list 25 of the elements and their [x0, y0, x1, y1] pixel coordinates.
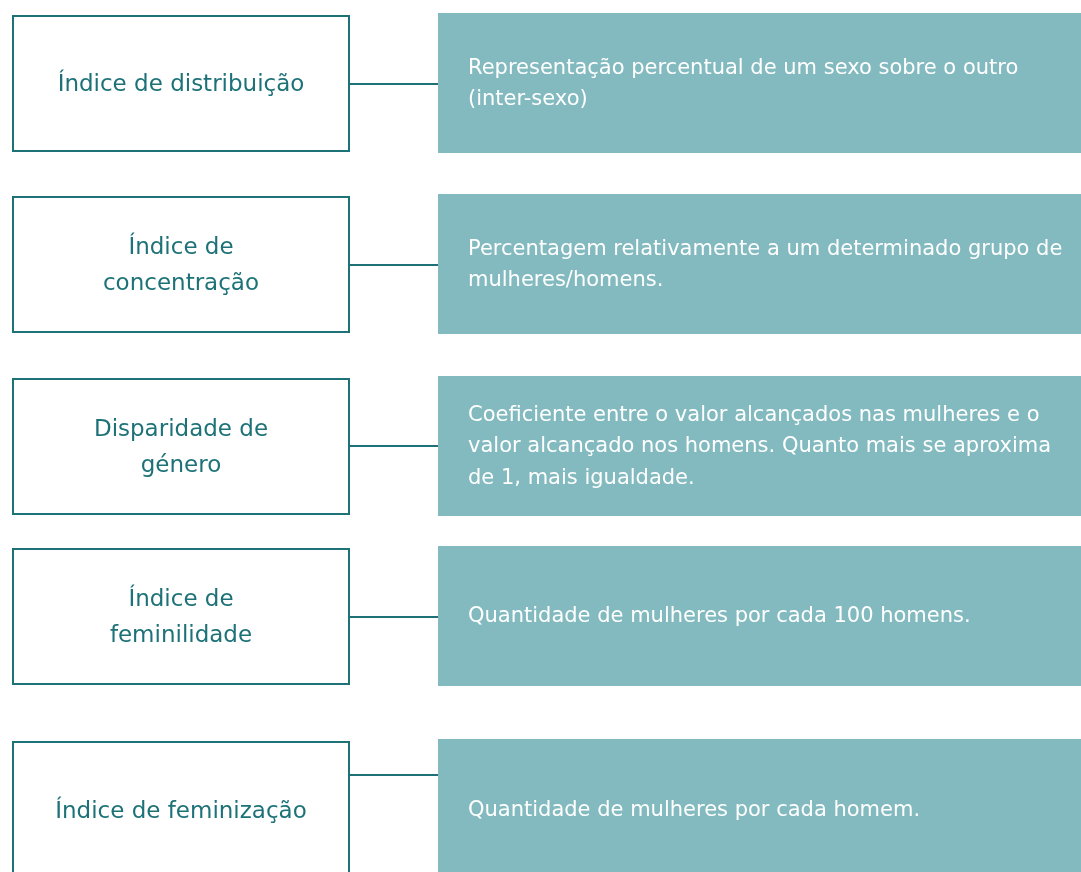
term-label: Disparidade de género — [92, 413, 270, 479]
definition-box — [438, 13, 1081, 153]
connector-line — [349, 616, 439, 618]
definition-text: Quantidade de mulheres por cada homem. — [468, 795, 921, 823]
term-box — [12, 548, 350, 685]
definition-box — [438, 739, 1081, 872]
definition-box — [438, 376, 1081, 516]
connector-line — [349, 264, 439, 266]
definition-text: Quantidade de mulheres por cada 100 homens. — [468, 602, 971, 630]
definition-box — [438, 194, 1081, 334]
connector-line — [349, 83, 439, 85]
definition-text: Percentagem relativamente a um determinado grupo de mulheres/homens. — [468, 234, 1064, 293]
term-label: Índice de distribuição — [57, 68, 305, 98]
term-label: Índice de feminização — [55, 795, 307, 825]
term-label: Índice de feminilidade — [108, 583, 254, 649]
term-box — [12, 15, 350, 152]
connector-line — [349, 445, 439, 447]
definition-text: Coeficiente entre o valor alcançados nas mulheres e o valor alcançado nos homens. Quanto mais se aproxima de 1, mais igualdade. — [468, 400, 1053, 491]
definition-text: Representação percentual de um sexo sobre o outro (inter-sexo) — [468, 53, 1020, 112]
connector-line — [349, 774, 439, 776]
term-box — [12, 196, 350, 333]
term-box — [12, 741, 350, 872]
definition-box — [438, 546, 1081, 686]
term-box — [12, 378, 350, 515]
term-label: Índice de concentração — [101, 231, 261, 297]
